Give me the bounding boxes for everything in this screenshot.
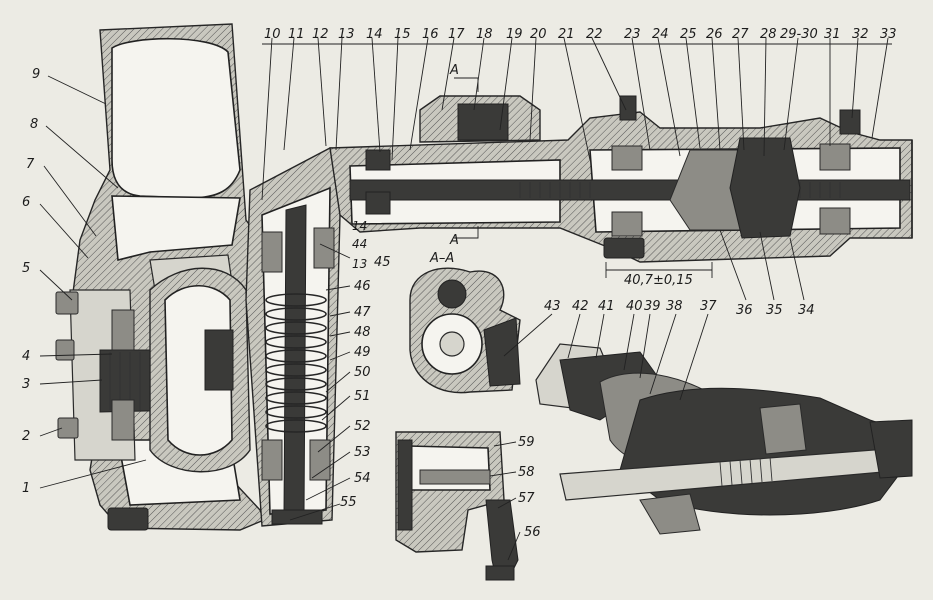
label-44: 44 [352, 237, 367, 251]
label-22: 22 [586, 27, 603, 42]
label-2: 2 [22, 429, 30, 444]
label-49: 49 [354, 345, 371, 360]
bracket-detail [395, 431, 519, 581]
label-50: 50 [354, 365, 371, 380]
label-53: 53 [354, 445, 371, 460]
exploded-3d-assembly [535, 343, 913, 535]
label-10: 10 [264, 27, 281, 42]
label-33: 33 [880, 27, 897, 42]
label-20: 20 [530, 27, 547, 42]
label-57: 57 [518, 491, 535, 506]
label-55: 55 [340, 495, 357, 510]
label-39: 39 [644, 299, 661, 314]
label-35: 35 [766, 303, 783, 318]
label-8: 8 [30, 117, 38, 132]
label-14b: 14 [352, 219, 367, 233]
label-15: 15 [394, 27, 411, 42]
label-52: 52 [354, 419, 371, 434]
label-56: 56 [524, 525, 541, 540]
label-34: 34 [798, 303, 815, 318]
label-59: 59 [518, 435, 535, 450]
label-13: 13 [338, 27, 355, 42]
label-29-30: 29-30 [780, 27, 818, 42]
label-19: 19 [506, 27, 523, 42]
label-7: 7 [26, 157, 35, 172]
section-a-a-view [409, 267, 521, 394]
label-41: 41 [598, 299, 615, 314]
label-42: 42 [572, 299, 589, 314]
label-31: 31 [824, 27, 841, 42]
label-37: 37 [700, 299, 717, 314]
section-title-a-a: A–A [429, 251, 454, 266]
hub-assembly [55, 267, 251, 531]
label-45: 45 [374, 255, 391, 270]
label-14: 14 [366, 27, 383, 42]
label-38: 38 [666, 299, 683, 314]
spring [265, 293, 327, 433]
label-3: 3 [22, 377, 30, 392]
label-9: 9 [32, 67, 40, 82]
label-40: 40 [626, 299, 643, 314]
leader-lines [39, 37, 892, 561]
label-58: 58 [518, 465, 535, 480]
label-25: 25 [680, 27, 697, 42]
label-48: 48 [354, 325, 371, 340]
label-12: 12 [312, 27, 329, 42]
inclined-shaft-housing [245, 147, 363, 527]
label-6: 6 [22, 195, 30, 210]
dimension-label: 40,7±0,15 [624, 273, 693, 288]
label-16: 16 [422, 27, 439, 42]
label-47: 47 [354, 305, 371, 320]
label-54: 54 [354, 471, 371, 486]
label-46: 46 [354, 279, 371, 294]
label-27: 27 [732, 27, 749, 42]
label-23: 23 [624, 27, 641, 42]
label-51: 51 [354, 389, 371, 404]
horizontal-shaft-housing [329, 95, 913, 263]
label-11: 11 [288, 27, 305, 42]
label-26: 26 [706, 27, 723, 42]
label-1: 1 [22, 481, 30, 496]
label-32: 32 [852, 27, 869, 42]
label-43: 43 [544, 299, 561, 314]
part-number-labels: 1 2 3 4 5 6 7 8 9 10 11 12 13 14 15 16 1… [22, 27, 897, 540]
label-18: 18 [476, 27, 493, 42]
label-4: 4 [22, 349, 30, 364]
label-5: 5 [22, 261, 30, 276]
label-36: 36 [736, 303, 753, 318]
label-13b: 13 [352, 257, 367, 271]
section-label-a-top: A [449, 63, 459, 78]
label-24: 24 [652, 27, 669, 42]
section-label-a-bottom: A [449, 233, 459, 248]
label-28: 28 [760, 27, 777, 42]
label-21: 21 [558, 27, 575, 42]
label-17: 17 [448, 27, 465, 42]
